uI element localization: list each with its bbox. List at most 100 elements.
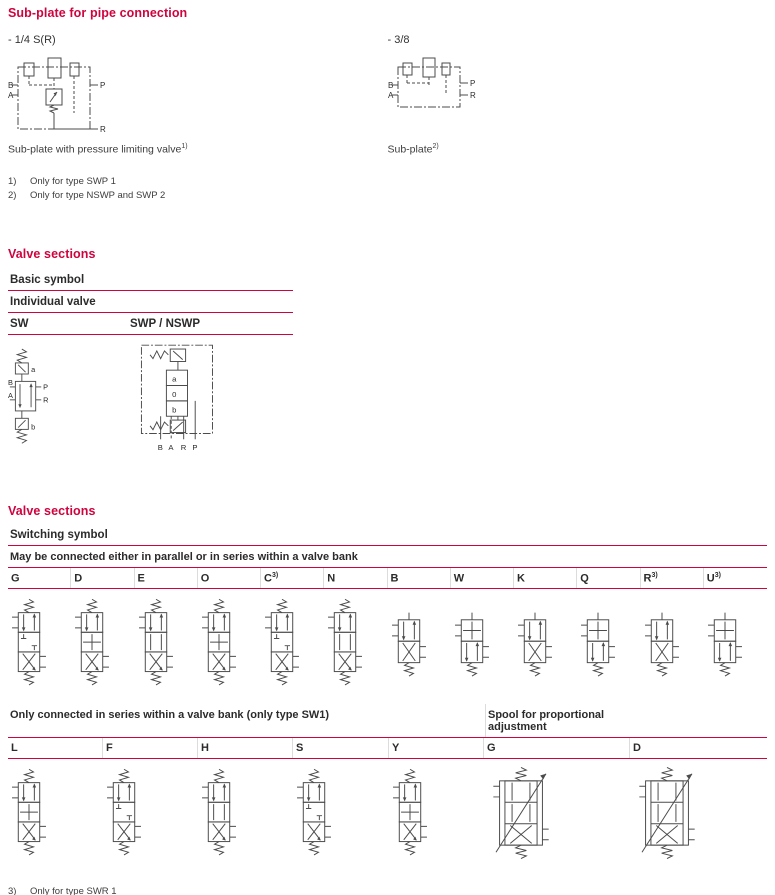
subplate-variant-quarter: - 1/4 S(R) (8, 34, 388, 156)
valve-symbol-cell-g (8, 589, 71, 704)
valve-symbol-cell-d (71, 589, 134, 704)
port-label-b: B (8, 378, 13, 387)
position-label-b: b (172, 405, 176, 414)
footnote-1: 1) Only for type SWP 1 (8, 175, 116, 187)
column-header-k: K (514, 567, 578, 589)
subhead-basic-symbol: Basic symbol (10, 273, 85, 286)
valve-symbol-cell-b (388, 589, 451, 704)
caption-subplate-threeeighths: Sub-plate2) (387, 143, 439, 156)
port-label-p: P (43, 382, 48, 391)
valve-symbol-cell-h (198, 759, 293, 874)
valve-symbol-cell-s (293, 759, 389, 874)
divider (8, 289, 293, 291)
column-header-swp-nswp: SWP / NSWP (130, 317, 201, 330)
column-header-c: C3) (261, 567, 325, 589)
column-header-w: W (451, 567, 514, 589)
column-header-o: O (198, 567, 261, 589)
valve-symbol-e (136, 593, 176, 693)
basic-symbol-table: Basic symbol Individual valve SW SWP / N… (8, 269, 293, 335)
switching-band-row-2: Only connected in series within a valve … (8, 704, 767, 738)
switching-symbol-row-1 (8, 589, 767, 704)
position-label-a: a (172, 374, 177, 383)
divider (8, 588, 767, 590)
divider (8, 311, 293, 313)
footnote-list: 1) Only for type SWP 1 2) Only for type … (8, 176, 767, 201)
port-label-p: P (192, 442, 197, 451)
port-label-r: R (43, 395, 48, 404)
basic-column-headers: SW SWP / NSWP (8, 313, 293, 334)
subplate-quarter-diagram-area: B A P R (8, 55, 388, 143)
valve-symbol-u (705, 593, 745, 693)
port-label-r: R (470, 91, 476, 100)
valve-symbol-l (9, 763, 49, 863)
subhead-switching-symbol: Switching symbol (10, 528, 108, 541)
band-proportional-spool: Spool for proportional adjustment (488, 709, 605, 734)
valve-symbol-g-proportional (485, 763, 557, 863)
valve-symbol-g (9, 593, 49, 693)
port-label-a: A (8, 391, 13, 400)
column-header-b: B (388, 567, 451, 589)
column-header-r: R3) (641, 567, 704, 589)
subplate-schematic: B A P R (388, 57, 476, 108)
switching-symbol-row-2 (8, 759, 767, 874)
column-header-s: S (293, 738, 389, 759)
valve-symbol-b (389, 593, 429, 693)
subhead-individual-valve: Individual valve (10, 295, 96, 308)
subplate-row: - 1/4 S(R) (8, 34, 767, 156)
valve-symbol-h (199, 763, 239, 863)
section-basic-symbol: Valve sections Basic symbol Individual v… (8, 247, 767, 460)
section-title-subplate: Sub-plate for pipe connection (8, 6, 188, 20)
caption-footnote-ref: 2) (432, 143, 439, 150)
valve-symbol-cell-k (514, 589, 577, 704)
valve-symbol-cell-g-prop (484, 759, 630, 874)
switching-table: Switching symbol May be connected either… (8, 524, 767, 875)
divider (8, 737, 767, 739)
column-header-u: U3) (706, 571, 721, 585)
column-header-sw: SW (10, 317, 29, 330)
column-header-g-prop: G (484, 738, 630, 759)
column-header-e: E (135, 567, 198, 589)
column-header-q: Q (577, 567, 641, 589)
valve-symbol-cell-d-prop (630, 759, 767, 874)
section-title-valve-sections-2: Valve sections (8, 503, 96, 518)
position-label-a: a (31, 365, 36, 374)
valve-symbol-cell-o (198, 589, 261, 704)
port-label-p: P (100, 81, 105, 90)
divider (8, 566, 767, 568)
valve-symbol-q (578, 593, 618, 693)
column-header-l: L (8, 738, 103, 759)
position-label-b: b (31, 422, 35, 431)
footnote-3: 3) Only for type SWR 1 (8, 886, 117, 895)
valve-symbol-cell-w (451, 589, 514, 704)
subplate-with-relief-valve-schematic: B A P R (8, 57, 106, 134)
divider (8, 333, 293, 335)
port-label-a: A (8, 91, 14, 100)
section-subplate: Sub-plate for pipe connection - 1/4 S(R) (8, 6, 767, 201)
divider (8, 758, 767, 760)
sw-valve-schematic: a B A P R b (8, 348, 48, 444)
port-label-a: A (388, 91, 394, 100)
sw-diagram-cell: a B A P R b (8, 341, 128, 460)
valve-symbol-k (515, 593, 555, 693)
valve-symbol-cell-u (704, 589, 767, 704)
divider (8, 544, 767, 546)
valve-symbol-cell-q (577, 589, 640, 704)
valve-symbol-s (294, 763, 334, 863)
valve-symbol-c (262, 593, 302, 693)
swp-nswp-valve-schematic: a 0 b B A R P (140, 344, 213, 451)
port-label-a: A (168, 442, 174, 451)
port-label-b: B (388, 81, 393, 90)
valve-symbol-cell-r (641, 589, 704, 704)
valve-symbol-f (104, 763, 144, 863)
valve-symbol-o (199, 593, 239, 693)
swp-diagram-cell: a 0 b B A R P (128, 341, 224, 460)
column-header-h: H (198, 738, 293, 759)
port-label-b: B (158, 442, 163, 451)
column-header-n: N (324, 567, 388, 589)
position-label-0: 0 (172, 390, 176, 399)
column-header-d-prop: D (633, 742, 641, 755)
valve-symbol-cell-l (8, 759, 103, 874)
port-label-r: R (100, 125, 106, 134)
section-title-valve-sections-1: Valve sections (8, 246, 96, 261)
